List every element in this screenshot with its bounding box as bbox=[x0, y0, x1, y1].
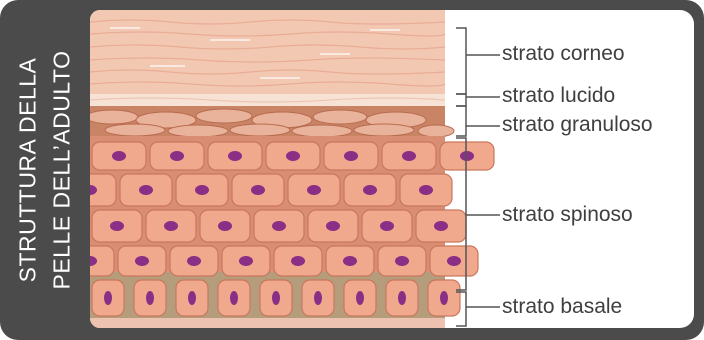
basement-membrane bbox=[90, 318, 445, 328]
cell-nucleus-icon bbox=[187, 256, 201, 266]
label-strato-granuloso: strato granuloso bbox=[502, 113, 653, 137]
stratum-corneum bbox=[90, 10, 445, 94]
bracket-icon bbox=[456, 292, 500, 326]
cell-nucleus-icon bbox=[228, 151, 242, 161]
bracket-icon bbox=[456, 28, 500, 94]
label-strato-spinoso: strato spinoso bbox=[502, 203, 633, 227]
cell-nucleus-icon bbox=[230, 291, 238, 305]
cell-nucleus-icon bbox=[344, 151, 358, 161]
cell-nucleus-icon bbox=[239, 256, 253, 266]
cell-nucleus-icon bbox=[363, 185, 377, 195]
cell-nucleus-icon bbox=[440, 291, 448, 305]
cell-nucleus-icon bbox=[402, 151, 416, 161]
cell-nucleus-icon bbox=[272, 221, 286, 231]
diagram-panel: strato corneo strato lucido strato granu… bbox=[90, 10, 694, 328]
bracket-icon bbox=[456, 94, 500, 106]
cell-nucleus-icon bbox=[164, 221, 178, 231]
cell-nucleus-icon bbox=[291, 256, 305, 266]
cell-nucleus-icon bbox=[343, 256, 357, 266]
cell-nucleus-icon bbox=[356, 291, 364, 305]
cell-nucleus-icon bbox=[170, 151, 184, 161]
cell-nucleus-icon bbox=[460, 151, 474, 161]
cell-nucleus-icon bbox=[112, 151, 126, 161]
cell-nucleus-icon bbox=[110, 221, 124, 231]
title-line-1: STRUTTURA DELLA bbox=[15, 58, 42, 283]
cell-nucleus-icon bbox=[272, 291, 280, 305]
cell-nucleus-icon bbox=[395, 256, 409, 266]
cell-nucleus-icon bbox=[218, 221, 232, 231]
label-strato-basale: strato basale bbox=[502, 295, 622, 319]
cell-nucleus-icon bbox=[104, 291, 112, 305]
cell-nucleus-icon bbox=[139, 185, 153, 195]
label-strato-corneo: strato corneo bbox=[502, 42, 625, 66]
cell-nucleus-icon bbox=[326, 221, 340, 231]
stratum-granulosum bbox=[90, 106, 454, 137]
cell-nucleus-icon bbox=[251, 185, 265, 195]
bracket-icon bbox=[456, 106, 500, 136]
cell-nucleus-icon bbox=[447, 256, 461, 266]
cell-nucleus-icon bbox=[195, 185, 209, 195]
cell-nucleus-icon bbox=[188, 291, 196, 305]
cell-nucleus-icon bbox=[307, 185, 321, 195]
title-line-2: PELLE DELL’ADULTO bbox=[49, 50, 76, 289]
cell-nucleus-icon bbox=[314, 291, 322, 305]
label-strato-lucido: strato lucido bbox=[502, 84, 615, 108]
cell-nucleus-icon bbox=[146, 291, 154, 305]
cell-nucleus-icon bbox=[286, 151, 300, 161]
cell-nucleus-icon bbox=[398, 291, 406, 305]
bracket-group bbox=[456, 28, 500, 326]
cell-nucleus-icon bbox=[419, 185, 433, 195]
cell-nucleus-icon bbox=[434, 221, 448, 231]
side-title: STRUTTURA DELLA PELLE DELL’ADULTO bbox=[0, 0, 90, 340]
cell-nucleus-icon bbox=[135, 256, 149, 266]
cell-nucleus-icon bbox=[380, 221, 394, 231]
stratum-lucidum bbox=[90, 94, 445, 106]
